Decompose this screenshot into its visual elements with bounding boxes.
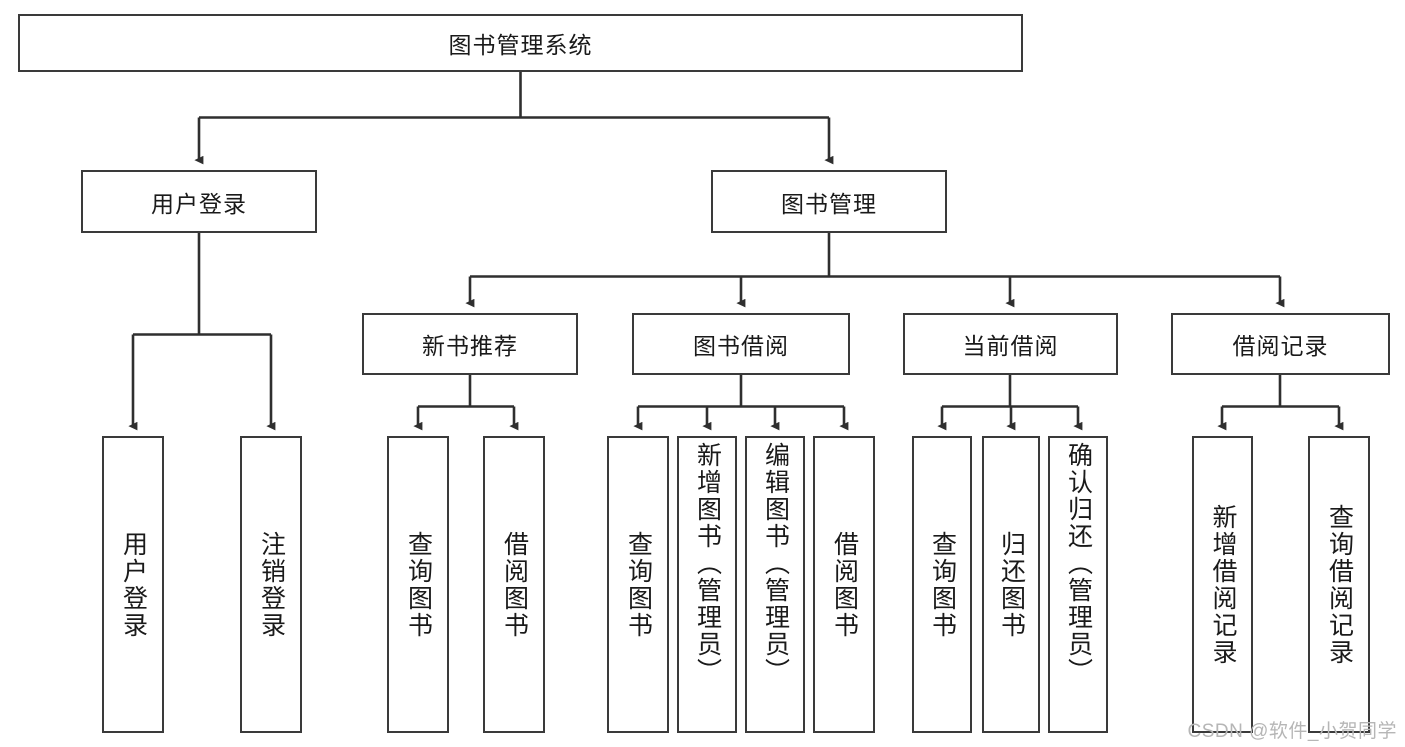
leaf-edit-book-admin[interactable]: 编辑图书（管理员） bbox=[745, 436, 805, 733]
leaf-add-borrow-record-label: 新增借阅记录 bbox=[1209, 503, 1237, 666]
leaf-query-borrow-record-label: 查询借阅记录 bbox=[1325, 503, 1354, 666]
leaf-add-book-admin[interactable]: 新增图书（管理员） bbox=[677, 436, 737, 733]
node-root[interactable]: 图书管理系统 bbox=[18, 14, 1023, 72]
csdn-watermark: CSDN @软件_小贺同学 bbox=[1187, 721, 1397, 742]
leaf-confirm-return-admin[interactable]: 确认归还（管理员） bbox=[1048, 436, 1108, 733]
node-borrowing-records[interactable]: 借阅记录 bbox=[1171, 313, 1390, 375]
leaf-query-book-borrowing[interactable]: 查询图书 bbox=[607, 436, 669, 733]
node-current-borrowing-label: 当前借阅 bbox=[962, 333, 1059, 359]
leaf-logout-label: 注销登录 bbox=[257, 530, 286, 639]
node-user-login-label: 用户登录 bbox=[151, 190, 247, 217]
leaf-query-book-borrowing-label: 查询图书 bbox=[624, 530, 653, 639]
node-book-management[interactable]: 图书管理 bbox=[711, 170, 947, 233]
leaf-edit-book-admin-label: 编辑图书（管理员） bbox=[761, 442, 790, 685]
leaf-confirm-return-admin-label: 确认归还（管理员） bbox=[1064, 442, 1093, 685]
leaf-query-book-recommendation-label: 查询图书 bbox=[404, 530, 433, 639]
node-current-borrowing[interactable]: 当前借阅 bbox=[903, 313, 1118, 375]
node-new-book-recommendation[interactable]: 新书推荐 bbox=[362, 313, 578, 375]
leaf-query-book-current-label: 查询图书 bbox=[928, 530, 957, 639]
leaf-logout[interactable]: 注销登录 bbox=[240, 436, 302, 733]
node-borrowing-records-label: 借阅记录 bbox=[1232, 333, 1329, 359]
leaf-query-book-recommendation[interactable]: 查询图书 bbox=[387, 436, 449, 733]
leaf-borrow-book-label: 借阅图书 bbox=[830, 530, 859, 639]
node-book-management-label: 图书管理 bbox=[781, 190, 877, 217]
node-root-label: 图书管理系统 bbox=[448, 32, 593, 58]
leaf-return-book-label: 归还图书 bbox=[997, 530, 1026, 639]
node-new-book-recommendation-label: 新书推荐 bbox=[422, 333, 518, 359]
leaf-query-borrow-record[interactable]: 查询借阅记录 bbox=[1308, 436, 1370, 733]
leaf-borrow-book-recommendation[interactable]: 借阅图书 bbox=[483, 436, 545, 733]
leaf-borrow-book-recommendation-label: 借阅图书 bbox=[500, 530, 529, 639]
leaf-return-book[interactable]: 归还图书 bbox=[982, 436, 1040, 733]
node-book-borrowing-label: 图书借阅 bbox=[693, 333, 789, 359]
leaf-user-login-label: 用户登录 bbox=[119, 530, 148, 639]
node-user-login[interactable]: 用户登录 bbox=[81, 170, 317, 233]
node-book-borrowing[interactable]: 图书借阅 bbox=[632, 313, 850, 375]
leaf-borrow-book[interactable]: 借阅图书 bbox=[813, 436, 875, 733]
leaf-query-book-current[interactable]: 查询图书 bbox=[912, 436, 972, 733]
leaf-add-book-admin-label: 新增图书（管理员） bbox=[693, 442, 722, 685]
leaf-user-login[interactable]: 用户登录 bbox=[102, 436, 164, 733]
leaf-add-borrow-record[interactable]: 新增借阅记录 bbox=[1192, 436, 1253, 733]
